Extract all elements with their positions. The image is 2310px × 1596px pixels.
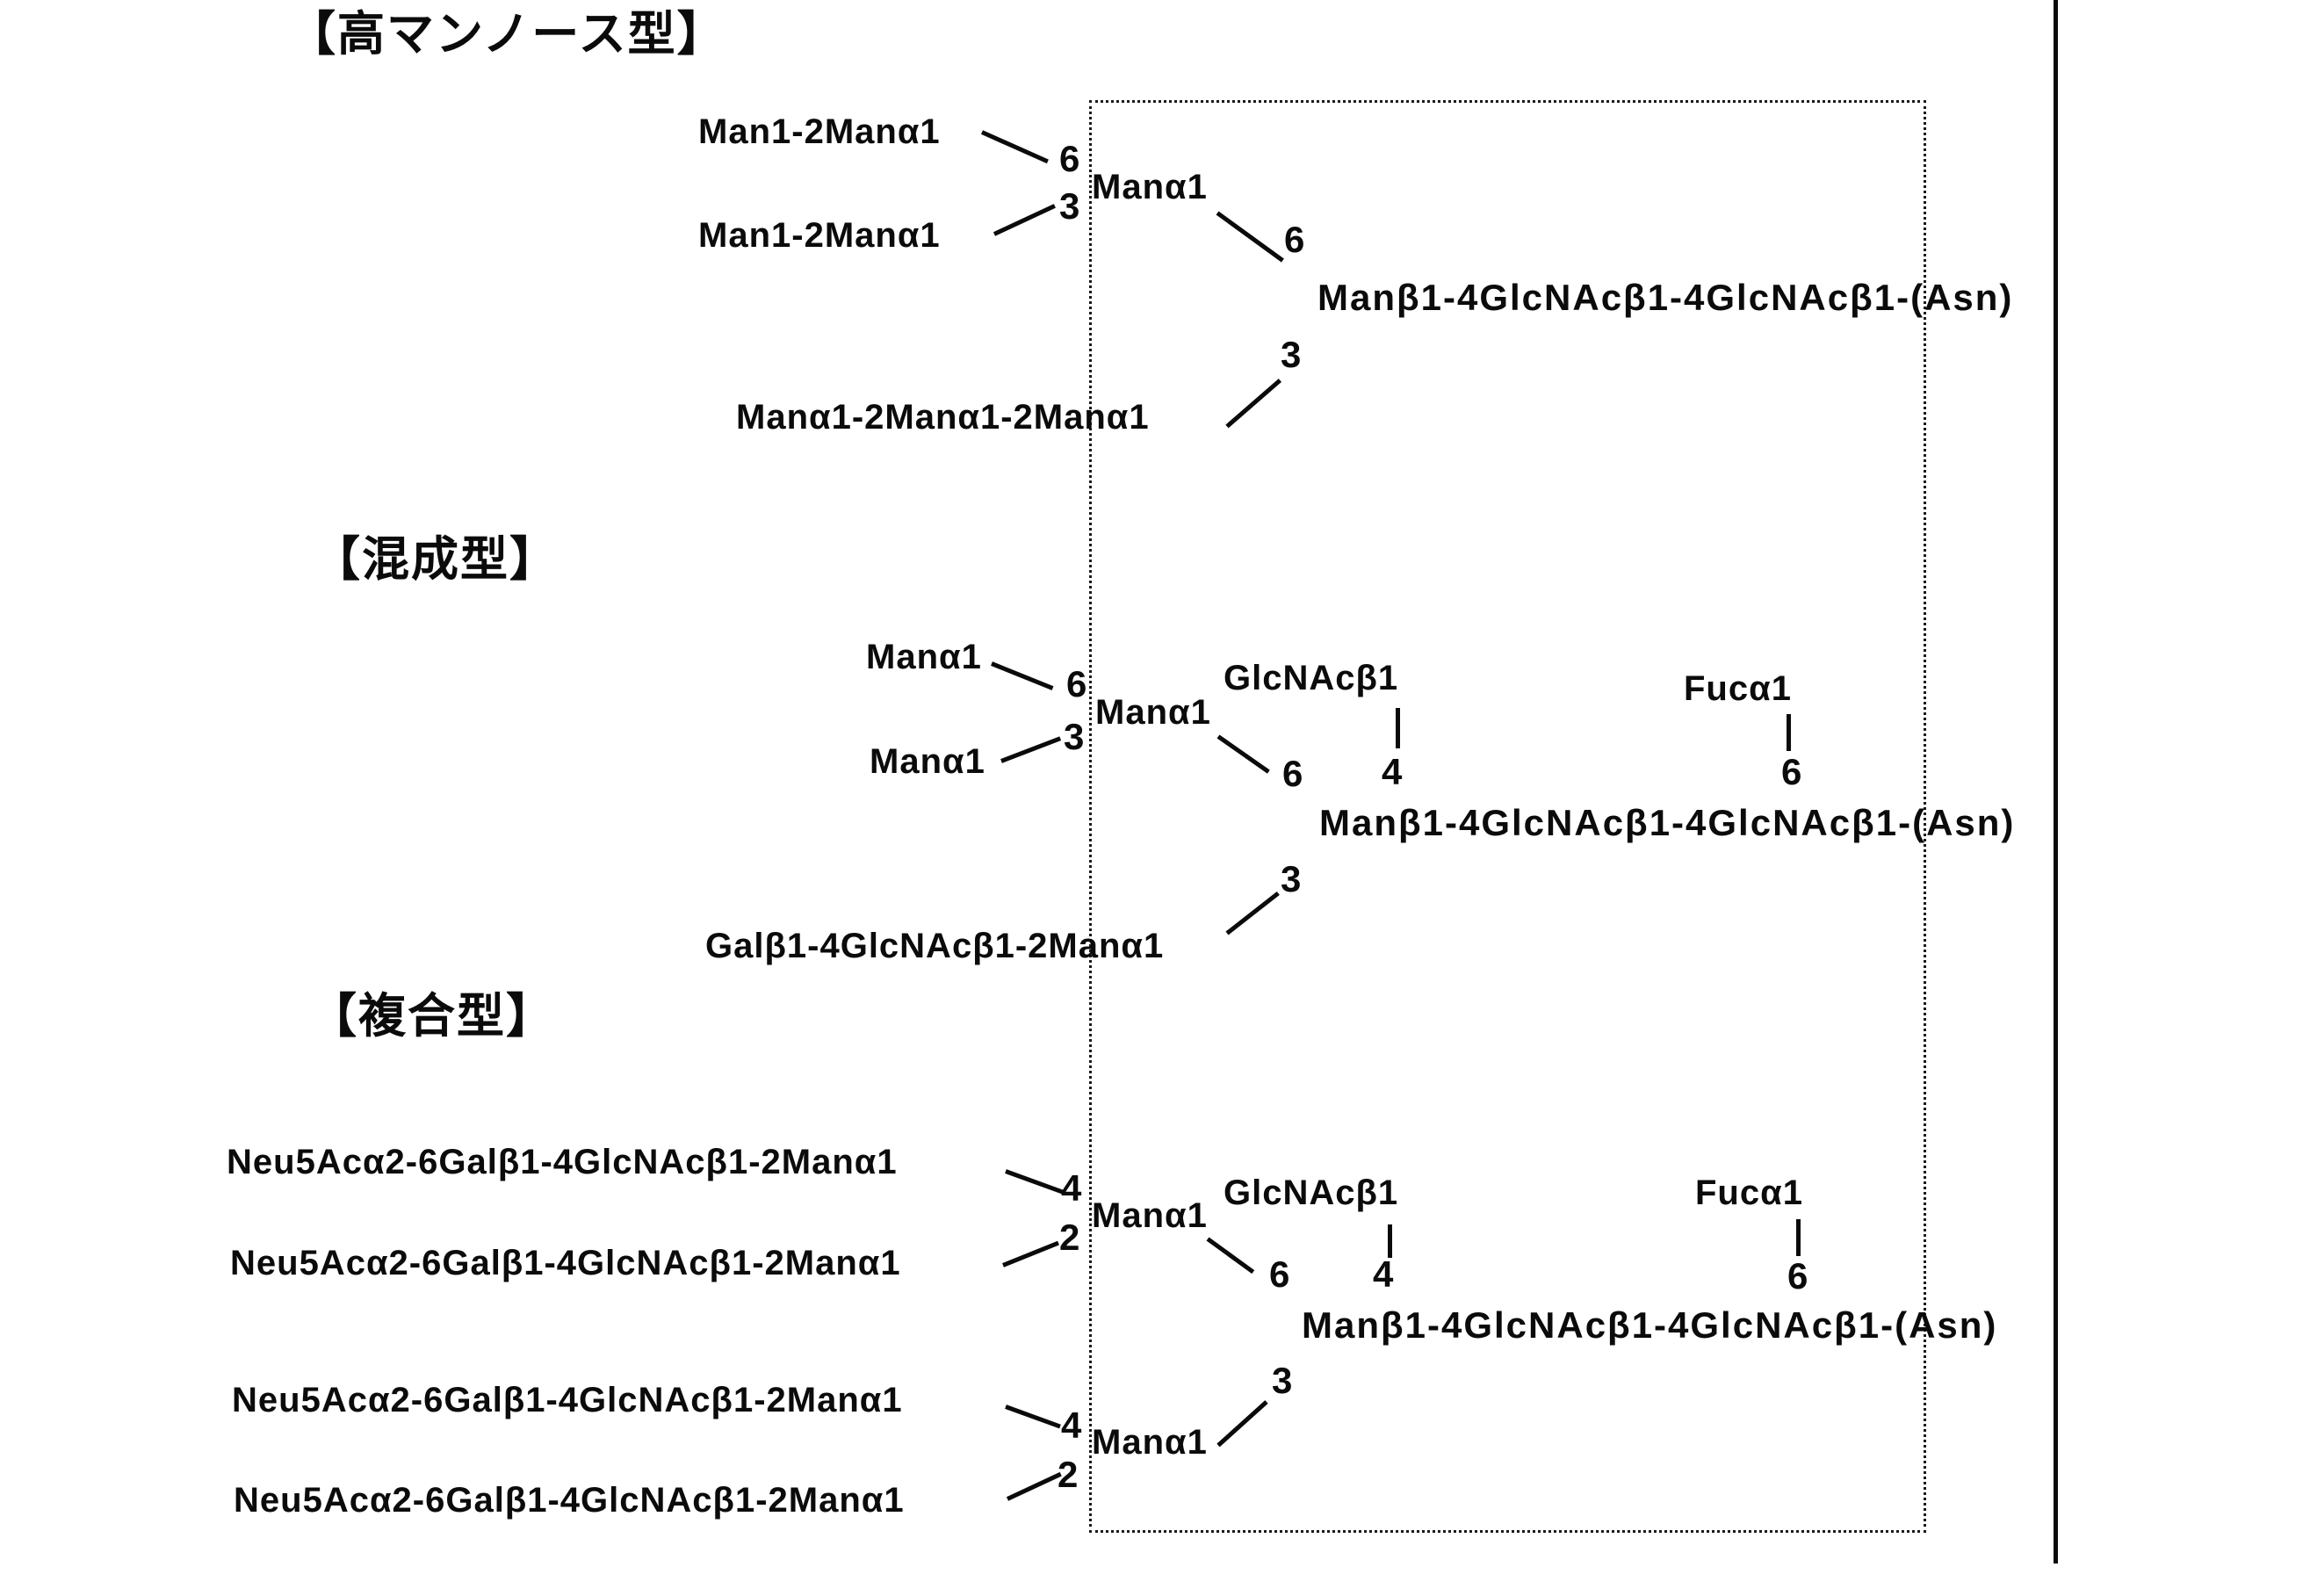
core-chain-label-cx: Manβ1-4GlcNAcβ1-4GlcNAcβ1-(Asn)	[1302, 1304, 1998, 1346]
core-chain-label-hm: Manβ1-4GlcNAcβ1-4GlcNAcβ1-(Asn)	[1317, 277, 2014, 318]
linkage-number-3: 3	[1281, 858, 1302, 899]
linkage-number-6: 6	[1282, 753, 1303, 794]
linkage-number-3: 3	[1281, 334, 1302, 375]
linkage-number-4: 4	[1061, 1405, 1082, 1446]
linkage-number-4: 4	[1373, 1253, 1394, 1295]
antenna-label-cx-3: Neu5Acα2-6Galβ1-4GlcNAcβ1-2Manα1	[232, 1381, 903, 1419]
bond-line	[980, 130, 1049, 164]
bond-line	[1000, 736, 1062, 763]
bond-line	[1005, 1169, 1065, 1195]
linkage-number-3: 3	[1059, 185, 1080, 227]
linkage-number-6: 6	[1269, 1253, 1290, 1295]
glycan-core-box	[1089, 100, 1926, 1533]
branch-label-hm-lower: Manα1-2Manα1-2Manα1	[736, 398, 1150, 437]
linkage-number-2: 2	[1058, 1454, 1079, 1495]
core-chain-label-hy: Manβ1-4GlcNAcβ1-4GlcNAcβ1-(Asn)	[1319, 802, 2016, 843]
mannose-node-label-cx-lower: Manα1	[1092, 1423, 1208, 1462]
bond-vertical-line	[1796, 1219, 1801, 1256]
bond-line	[991, 661, 1054, 690]
page-edge-line	[2054, 0, 2058, 1564]
bond-line	[993, 204, 1056, 236]
linkage-number-6: 6	[1059, 138, 1080, 179]
bond-vertical-line	[1388, 1224, 1392, 1258]
linkage-number-3: 3	[1064, 716, 1085, 757]
antenna-label-cx-2: Neu5Acα2-6Galβ1-4GlcNAcβ1-2Manα1	[230, 1244, 901, 1282]
antenna-label-cx-1: Neu5Acα2-6Galβ1-4GlcNAcβ1-2Manα1	[227, 1143, 898, 1181]
linkage-number-6: 6	[1781, 751, 1802, 792]
mannose-node-label-hm: Manα1	[1092, 168, 1208, 206]
bond-vertical-line	[1787, 714, 1791, 751]
linkage-number-4: 4	[1061, 1167, 1082, 1209]
section-title-complex: 【複合型】	[309, 990, 555, 1043]
linkage-number-6: 6	[1066, 663, 1087, 704]
bond-line	[1006, 1471, 1062, 1501]
section-title-hybrid: 【混成型】	[313, 533, 559, 586]
branch-label-hy-upper2: Manα1	[870, 742, 985, 781]
linkage-number-4: 4	[1382, 751, 1403, 792]
branch-label-hy-lower: Galβ1-4GlcNAcβ1-2Manα1	[705, 927, 1165, 965]
mannose-node-label-cx-upper: Manα1	[1092, 1196, 1208, 1235]
branch-label-hm-upper2: Man1-2Manα1	[698, 216, 941, 255]
fucose-branch-label-cx: Fucα1	[1695, 1174, 1803, 1212]
bond-vertical-line	[1396, 708, 1400, 748]
linkage-number-6: 6	[1787, 1255, 1808, 1296]
branch-label-hm-upper1: Man1-2Manα1	[698, 112, 941, 151]
linkage-number-2: 2	[1059, 1217, 1080, 1258]
linkage-number-6: 6	[1284, 219, 1305, 260]
antenna-label-cx-4: Neu5Acα2-6Galβ1-4GlcNAcβ1-2Manα1	[234, 1481, 905, 1520]
branch-label-hy-upper1: Manα1	[866, 638, 982, 676]
section-title-high-mannose: 【高マンノース型】	[288, 8, 726, 61]
linkage-number-3: 3	[1272, 1360, 1293, 1401]
mannose-node-label-hy: Manα1	[1095, 693, 1211, 732]
glcnac-branch-label-cx: GlcNAcβ1	[1224, 1174, 1399, 1212]
glcnac-branch-label-hy: GlcNAcβ1	[1224, 659, 1399, 697]
bond-line	[1005, 1405, 1061, 1429]
fucose-branch-label-hy: Fucα1	[1684, 669, 1792, 708]
bond-line	[1002, 1240, 1059, 1267]
